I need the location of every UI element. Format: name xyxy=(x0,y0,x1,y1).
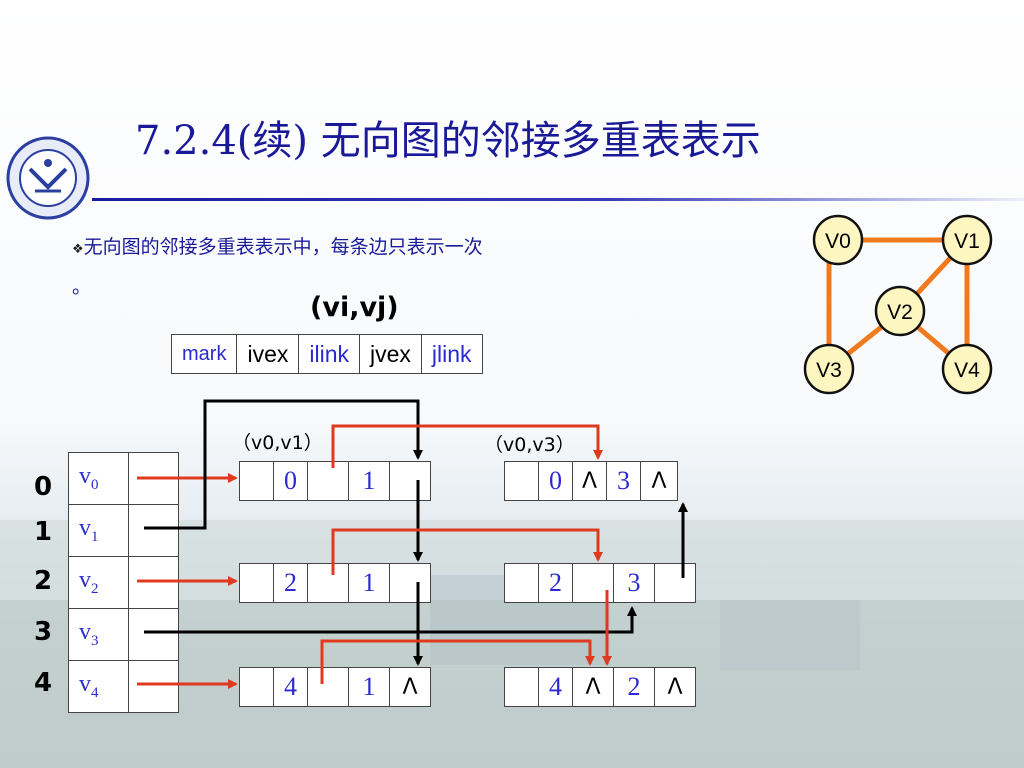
graph-node-v0 xyxy=(812,214,864,266)
index-label: 3 xyxy=(34,617,53,647)
jvex-cell: 1 xyxy=(348,461,390,501)
field-jlink: jlink xyxy=(420,334,483,374)
ilink-arrow-v2v1 xyxy=(331,528,603,575)
page-title: 7.2.4(续) 无向图的邻接多重表表示 xyxy=(135,118,761,164)
edge-node-structure: mark ivex ilink jvex jlink xyxy=(170,334,483,374)
graph-node-v4 xyxy=(941,343,993,395)
vertex-name: v0 xyxy=(68,452,129,505)
graph-node-label-v2: V2 xyxy=(887,301,913,324)
edge-node-v2-v1: 2 1 xyxy=(239,563,431,603)
mark-cell xyxy=(504,461,539,501)
jvex-cell: 3 xyxy=(613,563,655,603)
graph-node-v1 xyxy=(941,214,993,266)
title-divider xyxy=(92,198,1024,201)
graph-node-label-v0: V0 xyxy=(825,230,851,253)
vertex-row: v1 xyxy=(68,504,179,557)
edge-node-v0-v3: 0 Λ 3 Λ xyxy=(504,461,678,501)
jvex-cell: 1 xyxy=(348,667,390,707)
v1-firstedge-arrow xyxy=(144,399,423,530)
index-label: 0 xyxy=(34,472,53,502)
edge-label-v0-v3: （v0,v3） xyxy=(484,434,575,456)
jvex-cell: 2 xyxy=(613,667,655,707)
jlink-cell: Λ xyxy=(640,461,678,501)
ivex-cell: 4 xyxy=(538,667,573,707)
field-ivex: ivex xyxy=(236,334,300,374)
ivex-cell: 0 xyxy=(273,461,308,501)
mark-cell xyxy=(239,667,274,707)
field-ilink: ilink xyxy=(298,334,360,374)
ivex-cell: 0 xyxy=(538,461,573,501)
bullet-text: ❖无向图的邻接多重表表示中，每条边只表示一次 xyxy=(72,232,483,259)
graph-node-label-v3: V3 xyxy=(816,359,842,382)
jlink-cell xyxy=(389,461,431,501)
ilink-cell: Λ xyxy=(572,667,614,707)
jlink-cell: Λ xyxy=(654,667,696,707)
vertex-name: v3 xyxy=(68,608,129,661)
vertex-row: v4 xyxy=(68,660,179,713)
jlink-cell xyxy=(389,563,431,603)
jlink-cell xyxy=(654,563,696,603)
edge-node-v4-v2: 4 Λ 2 Λ xyxy=(504,667,696,707)
graph-node-v2 xyxy=(874,285,926,337)
graph-node-v3 xyxy=(803,343,855,395)
vertex-name: v4 xyxy=(68,660,129,713)
bullet-tail: 。 xyxy=(72,276,92,298)
field-mark: mark xyxy=(170,334,238,374)
index-label: 4 xyxy=(34,668,53,698)
graph-node-label-v4: V4 xyxy=(954,359,980,382)
bullet-marker-icon: ❖ xyxy=(72,242,84,257)
edge-node-v0-v1: 0 1 xyxy=(239,461,431,501)
jlink-cell: Λ xyxy=(389,667,431,707)
index-label: 2 xyxy=(34,566,53,596)
firstedge-cell xyxy=(128,660,179,713)
mark-cell xyxy=(239,563,274,603)
index-label: 1 xyxy=(34,517,53,547)
edge-node-caption: (vi,vj) xyxy=(310,292,399,323)
university-logo xyxy=(6,136,90,220)
ilink-cell xyxy=(307,667,349,707)
ilink-cell xyxy=(307,563,349,603)
jvex-cell: 3 xyxy=(606,461,641,501)
mark-cell xyxy=(504,563,539,603)
ivex-cell: 2 xyxy=(273,563,308,603)
field-jvex: jvex xyxy=(358,334,422,374)
firstedge-cell xyxy=(128,504,179,557)
ilink-arrow-v4v1 xyxy=(320,639,595,684)
ilink-arrow-v0v1 xyxy=(331,424,603,468)
vertex-name: v2 xyxy=(68,556,129,609)
bullet-sentence: 无向图的邻接多重表表示中，每条边只表示一次 xyxy=(83,236,483,258)
graph-node-label-v1: V1 xyxy=(954,230,980,253)
v3-firstedge-arrow xyxy=(144,606,637,634)
edge-node-v4-v1: 4 1 Λ xyxy=(239,667,431,707)
vertex-name: v1 xyxy=(68,504,129,557)
mark-cell xyxy=(239,461,274,501)
ivex-cell: 2 xyxy=(538,563,573,603)
mark-cell xyxy=(504,667,539,707)
ilink-cell: Λ xyxy=(572,461,607,501)
jvex-cell: 1 xyxy=(348,563,390,603)
edge-node-v2-v3: 2 3 xyxy=(504,563,696,603)
ilink-cell xyxy=(307,461,349,501)
edge-label-v0-v1: （v0,v1） xyxy=(232,432,323,454)
